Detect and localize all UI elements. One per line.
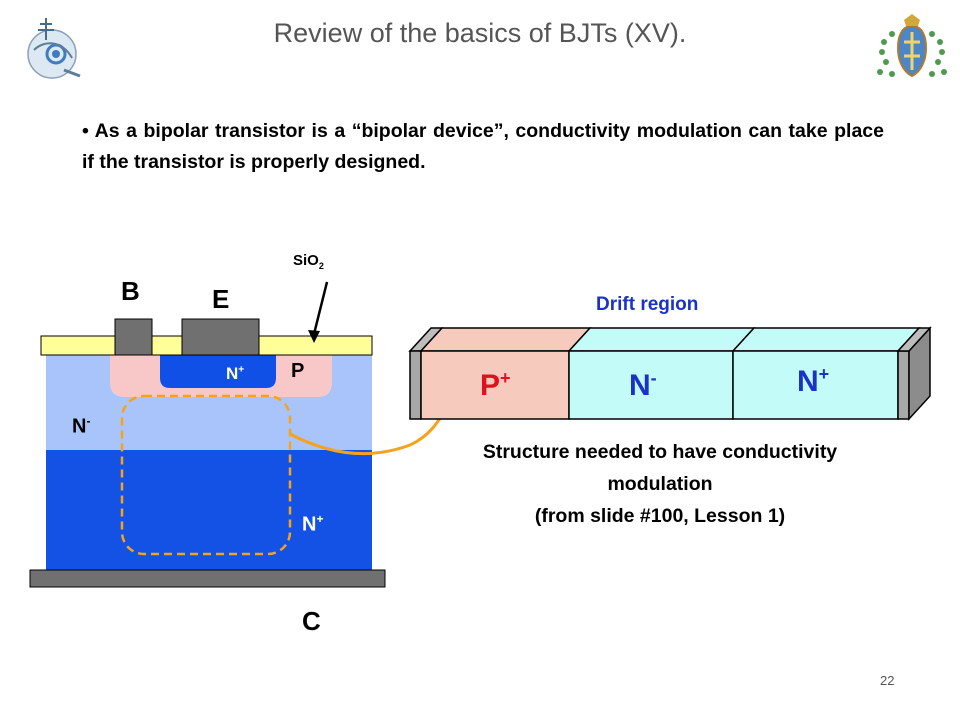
emitter-label: E [212, 284, 230, 314]
oxide-pointer-arrow [312, 281, 329, 335]
bullet-text-block: • As a bipolar transistor is a “bipolar … [82, 116, 884, 178]
base-label: B [121, 276, 140, 306]
right-end-cap-top [896, 327, 932, 352]
collector-contact [29, 569, 386, 588]
substrate-doping-sup: + [316, 512, 324, 526]
bullet-marker: • [82, 120, 89, 142]
right-end-cap [897, 350, 910, 420]
oxide-label-sub: 2 [318, 261, 324, 271]
n-minus-sup: - [650, 368, 657, 388]
left-end-cap [409, 350, 422, 420]
substrate-n-plus-region [46, 450, 372, 570]
oxide-label-text: SiO [293, 252, 319, 269]
page-number: 22 [880, 673, 895, 688]
p-plus-block [420, 350, 570, 420]
n-plus-top-face [731, 327, 921, 352]
p-plus-sup: + [500, 368, 511, 388]
emitter-doping-label: N+ [226, 364, 244, 384]
p-plus-label: P+ [480, 368, 511, 403]
base-doping-label: P [291, 360, 305, 382]
drift-doping-label: N- [72, 414, 90, 439]
drift-region-heading: Drift region [596, 294, 699, 315]
n-minus-top-face [567, 327, 756, 352]
caption-line-2: modulation [607, 473, 713, 495]
oxide-label: SiO2 [293, 252, 324, 271]
p-plus-text: P [480, 369, 501, 402]
structure-caption: Structure needed to have conductivity mo… [425, 436, 895, 532]
caption-line-1: Structure needed to have conductivity [482, 441, 838, 463]
emitter-doping-text: N [226, 364, 239, 383]
caption-line-3: (from slide #100, Lesson 1) [534, 505, 786, 527]
drift-doping-sup: - [86, 414, 91, 428]
substrate-doping-text: N [302, 513, 317, 536]
drift-doping-text: N [72, 415, 87, 438]
emitter-contact [181, 318, 260, 356]
emitter-doping-sup: + [238, 364, 245, 376]
n-plus-sup: + [818, 364, 830, 384]
substrate-doping-label: N+ [302, 512, 323, 537]
collector-label: C [302, 606, 321, 636]
left-logo [27, 18, 81, 79]
base-contact [114, 318, 153, 356]
oxide-pointer-arrowhead [308, 330, 320, 343]
n-plus-label: N+ [797, 364, 829, 399]
right-logo [877, 14, 947, 78]
conductivity-modulation-region [120, 394, 292, 556]
n-minus-label: N- [629, 368, 657, 403]
link-arrow [289, 403, 450, 456]
n-plus-text: N [797, 365, 819, 398]
n-minus-text: N [629, 369, 651, 402]
p-plus-top-face [419, 327, 592, 352]
slide-title: Review of the basics of BJTs (XV). [273, 18, 687, 48]
n-minus-block [568, 350, 734, 420]
bullet-text: As a bipolar transistor is a “bipolar de… [82, 120, 884, 173]
emitter-n-plus-region [160, 355, 276, 388]
